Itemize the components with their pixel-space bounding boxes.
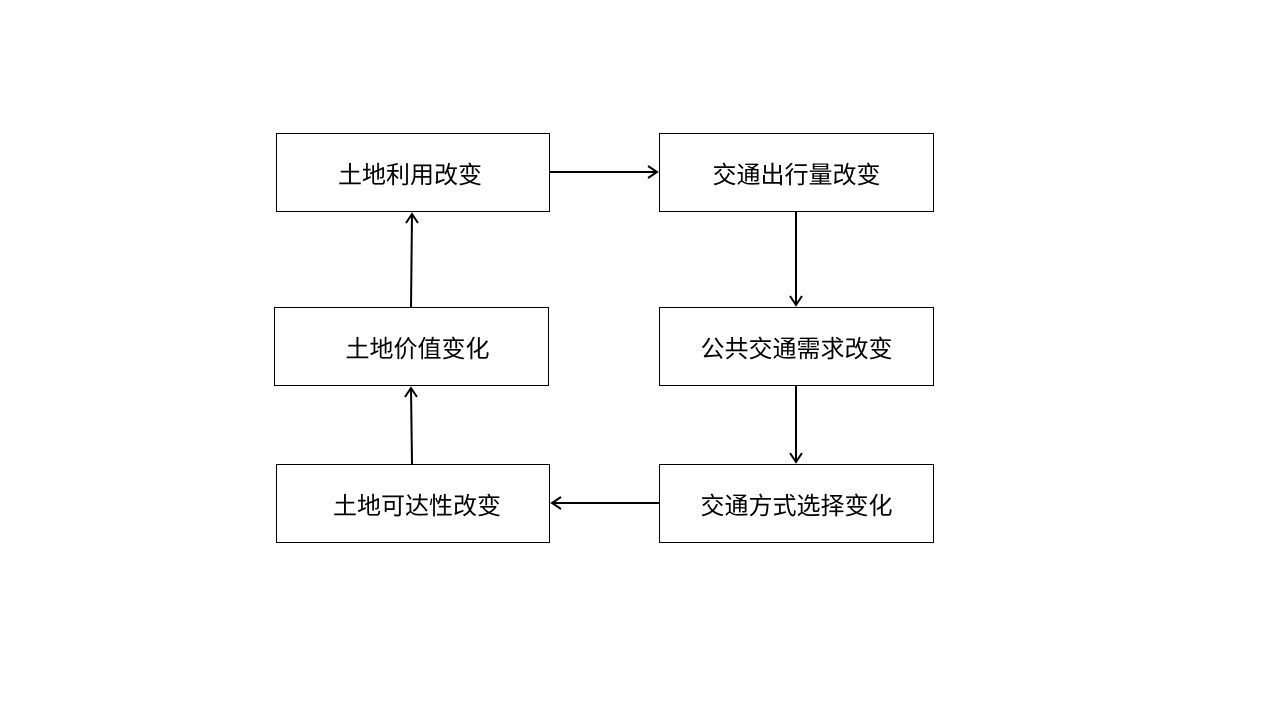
node-label-traffic-volume-change: 交通出行量改变 (712, 161, 881, 189)
node-label-mode-choice-change: 交通方式选择变化 (700, 492, 893, 520)
node-traffic-volume-change: 交通出行量改变 (659, 133, 934, 212)
arrow-land-use-to-traffic-volume (550, 165, 659, 179)
node-label-land-use-change: 土地利用改变 (338, 161, 482, 189)
node-label-accessibility-change: 土地可达性改变 (333, 492, 501, 520)
node-accessibility-change: 土地可达性改变 (276, 464, 550, 543)
arrow-traffic-volume-to-transit-demand (789, 212, 803, 307)
arrow-accessibility-to-land-value (404, 386, 418, 465)
node-label-transit-demand-change: 公共交通需求改变 (700, 335, 893, 363)
node-mode-choice-change: 交通方式选择变化 (659, 464, 934, 543)
arrow-transit-demand-to-mode-choice (789, 386, 803, 464)
node-transit-demand-change: 公共交通需求改变 (659, 307, 934, 386)
node-land-use-change: 土地利用改变 (276, 133, 550, 212)
arrow-mode-choice-to-accessibility (550, 496, 659, 510)
node-label-land-value-change: 土地价值变化 (345, 335, 490, 363)
node-land-value-change: 土地价值变化 (274, 307, 549, 386)
arrow-land-value-to-land-use (405, 212, 419, 308)
